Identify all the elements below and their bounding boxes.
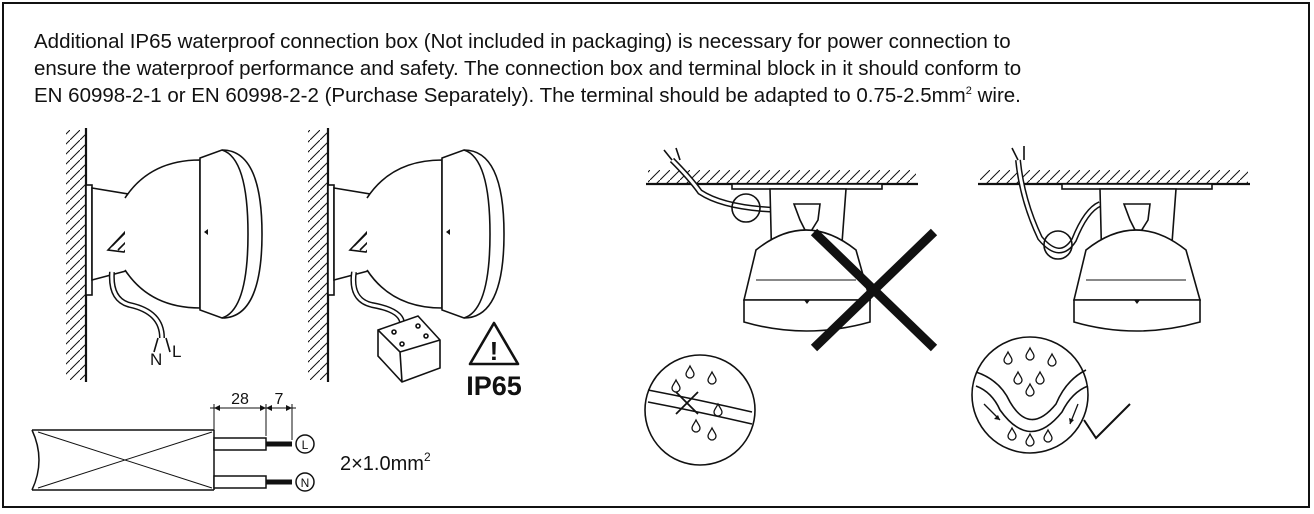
wall-mount-direct-wiring: [66, 128, 263, 382]
strip-length-outer: 28: [231, 391, 249, 408]
ceiling-hatch: [980, 170, 1248, 184]
ceiling-mount-incorrect: [644, 147, 918, 466]
ceiling-mount-correct: [971, 146, 1250, 454]
ip65-rating-label: IP65: [466, 371, 522, 401]
neutral-terminal-label: N: [301, 476, 310, 490]
wall-hatch: [308, 130, 328, 380]
wall-hatch: [66, 130, 86, 380]
notice-line-3: EN 60998-2-1 or EN 60998-2-2 (Purchase S…: [34, 84, 966, 107]
live-terminal-label: L: [302, 438, 309, 452]
wire-spec-label: 2×1.0mm2: [340, 450, 431, 475]
page-frame: [2, 2, 1310, 508]
live-wire-label: L: [172, 342, 181, 361]
strip-length-inner: 7: [275, 391, 284, 408]
notice-line-3-end: wire.: [971, 84, 1021, 107]
checkmark-icon: [1083, 403, 1131, 440]
notice-line-2: ensure the waterproof performance and sa…: [34, 57, 1022, 80]
ceiling-hatch: [648, 170, 916, 184]
cross-icon: [810, 228, 938, 352]
installation-notice: Additional IP65 waterproof connection bo…: [34, 28, 1304, 109]
notice-line-1: Additional IP65 waterproof connection bo…: [34, 30, 1011, 53]
notice-superscript: 2: [965, 85, 972, 98]
warning-triangle-icon: [468, 321, 520, 366]
neutral-wire-label: N: [150, 350, 162, 369]
warning-exclamation: !: [490, 336, 499, 366]
wall-mount-with-junction-box: [308, 128, 505, 383]
cable-strip-diagram: [31, 404, 315, 492]
